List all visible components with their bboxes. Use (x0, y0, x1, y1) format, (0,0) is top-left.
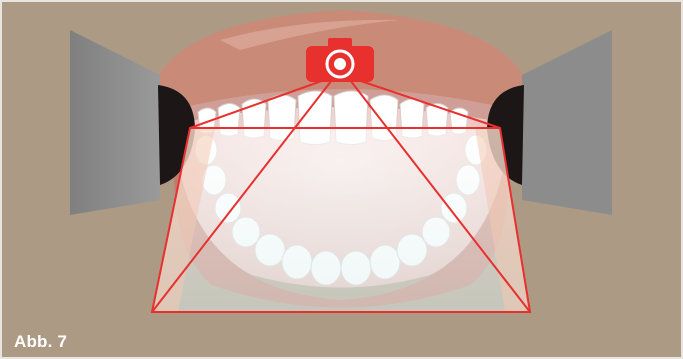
camera-top (328, 38, 352, 48)
figure-label: Abb. 7 (14, 333, 67, 350)
camera-lens-inner (334, 58, 346, 70)
